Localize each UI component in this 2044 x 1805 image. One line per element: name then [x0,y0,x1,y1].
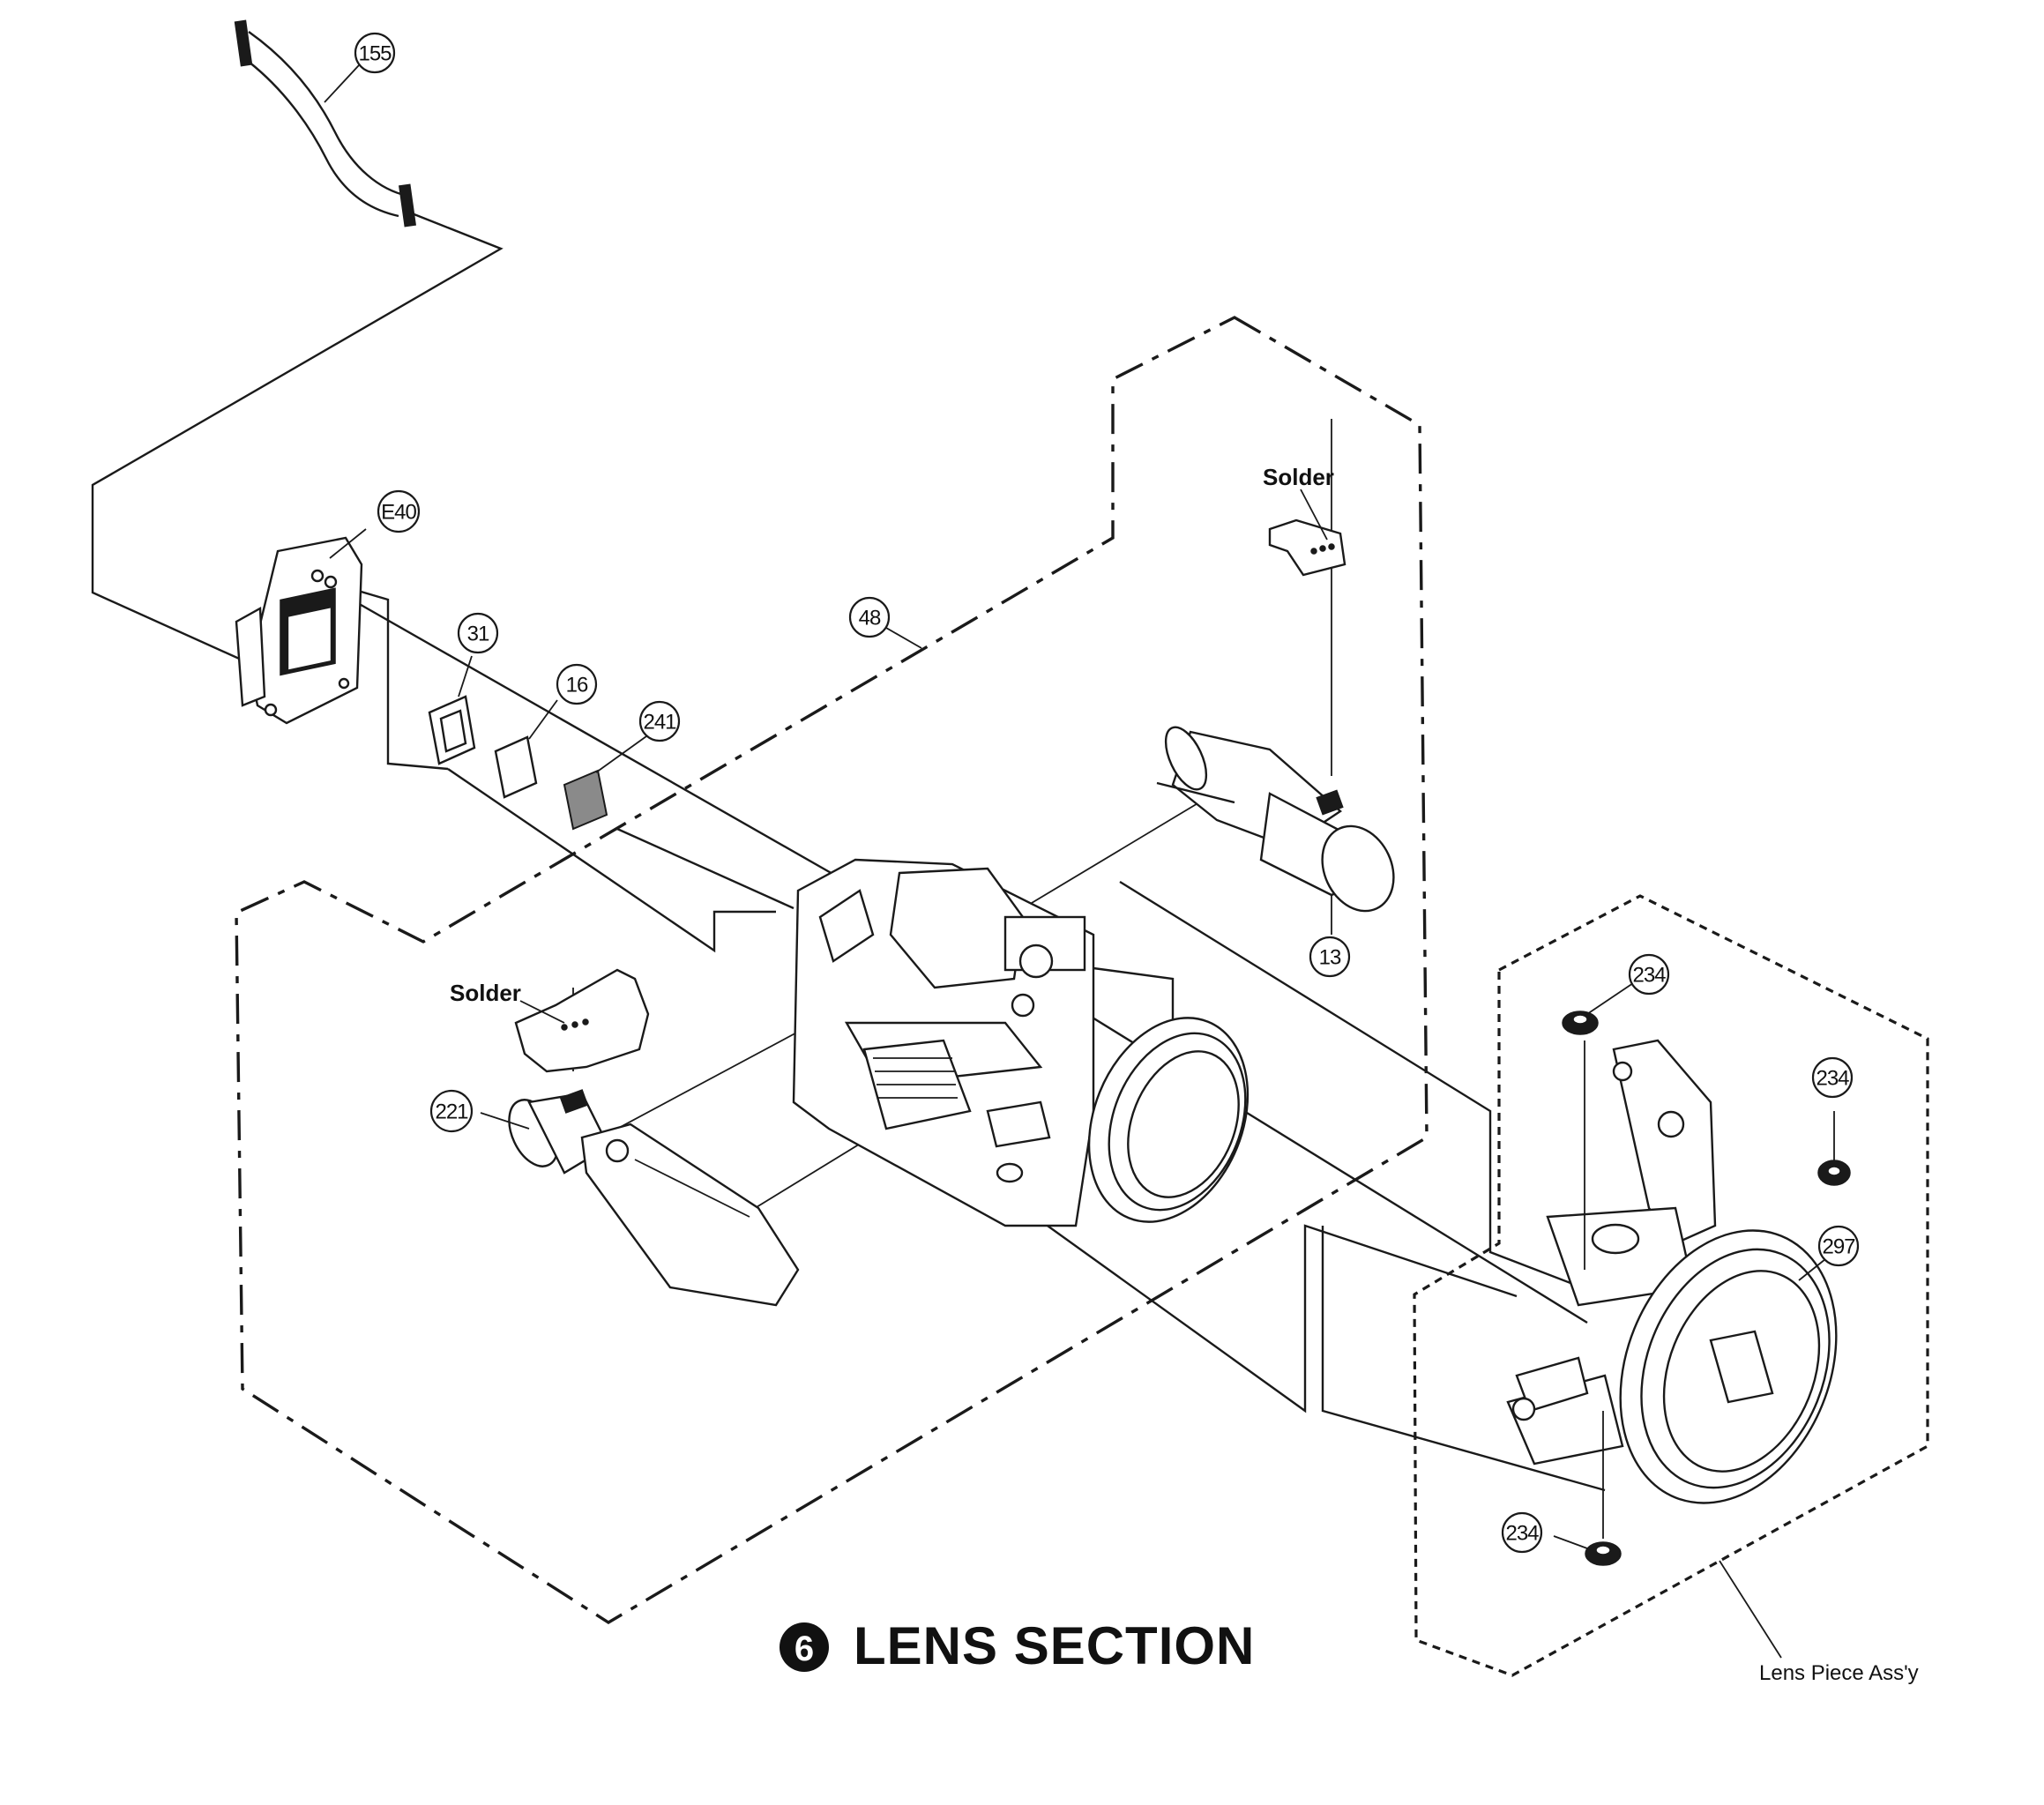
motor-221 [480,1089,800,1307]
section-title-text: LENS SECTION [854,1616,1255,1675]
callout-16: 16 [556,663,598,705]
section-number-badge [780,1622,829,1672]
filter-16 [494,699,558,799]
callout-234-top: 234 [1628,953,1670,996]
svg-text:155: 155 [358,42,392,66]
callout-e40: E40 [377,489,421,533]
svg-text:234: 234 [1505,1522,1539,1546]
flat-cable-155 [234,19,416,227]
svg-text:234: 234 [1816,1067,1849,1091]
lens-block [792,858,1250,1227]
filter-31 [428,655,476,765]
solder-pad-top [1268,489,1347,577]
svg-text:241: 241 [643,711,676,735]
callout-297: 297 [1817,1225,1860,1267]
callout-155: 155 [354,32,396,74]
filter-241 [563,731,653,831]
lens-piece-assy-boundary [1413,894,1929,1677]
svg-text:31: 31 [467,623,489,646]
solder-label-top: Solder [1263,464,1334,490]
ccd-board-e40 [235,528,367,725]
callout-13: 13 [1309,936,1351,978]
callout-221: 221 [429,1089,474,1133]
nut-234-top [1562,982,1634,1270]
section-title: 6 LENS SECTION [780,1616,1255,1675]
nut-234-bottom [1553,1411,1622,1566]
svg-text:297: 297 [1822,1235,1855,1259]
motor-13 [1156,726,1395,935]
callout-234-bottom: 234 [1501,1511,1543,1554]
svg-text:234: 234 [1632,964,1666,988]
svg-text:E40: E40 [381,501,416,525]
callout-48: 48 [848,596,922,649]
svg-text:13: 13 [1319,946,1341,970]
callout-241: 241 [638,700,681,742]
solder-label-left: Solder [450,980,521,1006]
lens-piece-assy-label: Lens Piece Ass'y [1759,1661,1919,1685]
solder-pad-left [514,968,650,1073]
svg-text:221: 221 [435,1100,468,1124]
callout-31: 31 [457,612,499,654]
nut-234-right [1817,1111,1851,1186]
svg-text:48: 48 [859,607,881,630]
section-number: 6 [794,1630,814,1668]
svg-text:16: 16 [566,674,588,697]
lens-piece-297 [1506,1039,1838,1504]
callout-234-right: 234 [1811,1056,1854,1099]
